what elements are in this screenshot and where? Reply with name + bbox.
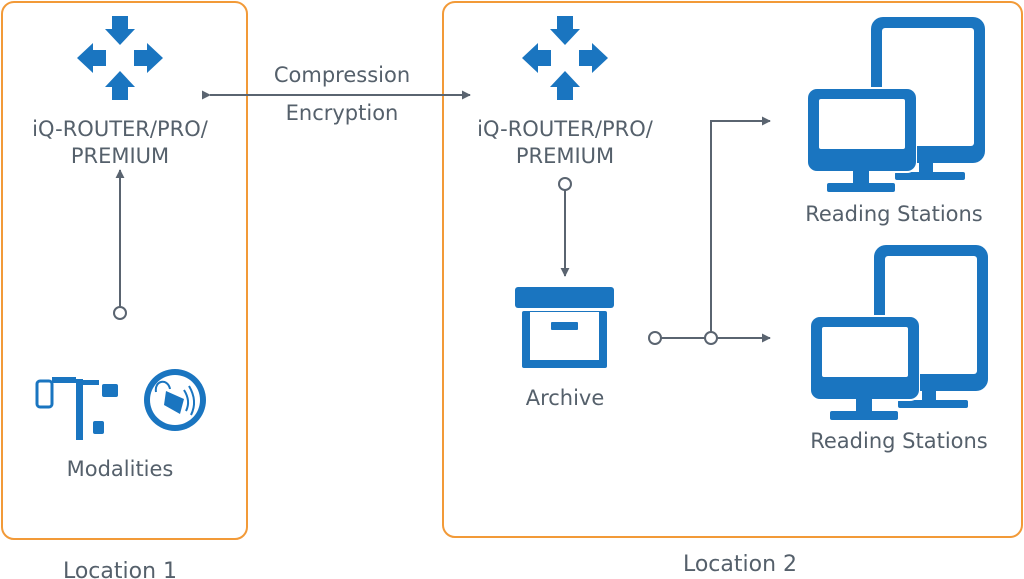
connector-node (558, 177, 572, 191)
connector-node (113, 306, 127, 320)
router-label-1-line1: iQ-ROUTER/PRO/ (32, 117, 209, 141)
reading-stations-label-2: Reading Stations (810, 429, 988, 453)
ultrasound-probe-icon (144, 369, 206, 431)
link-label-encryption: Encryption (286, 101, 399, 125)
reading-stations-label-1: Reading Stations (805, 202, 983, 226)
router-label-1-line2: PREMIUM (71, 144, 169, 168)
connector-node (704, 331, 718, 345)
router-label-2-line2: PREMIUM (516, 144, 614, 168)
archive-label: Archive (526, 386, 605, 410)
location-2-box (442, 1, 1023, 538)
archive-box-icon (515, 287, 614, 368)
link-label-compression: Compression (274, 63, 410, 87)
workstation-monitors-icon (808, 245, 988, 420)
modalities-label: Modalities (67, 457, 174, 481)
location-1-caption: Location 1 (63, 559, 177, 579)
router-icon (77, 16, 163, 100)
router-icon (522, 16, 608, 100)
connector-node (648, 331, 662, 345)
location-1-box (1, 1, 248, 540)
workstation-monitors-icon (805, 17, 985, 192)
location-2-caption: Location 2 (683, 552, 797, 577)
router-label-2-line1: iQ-ROUTER/PRO/ (477, 117, 654, 141)
xray-machine-icon (35, 377, 118, 440)
